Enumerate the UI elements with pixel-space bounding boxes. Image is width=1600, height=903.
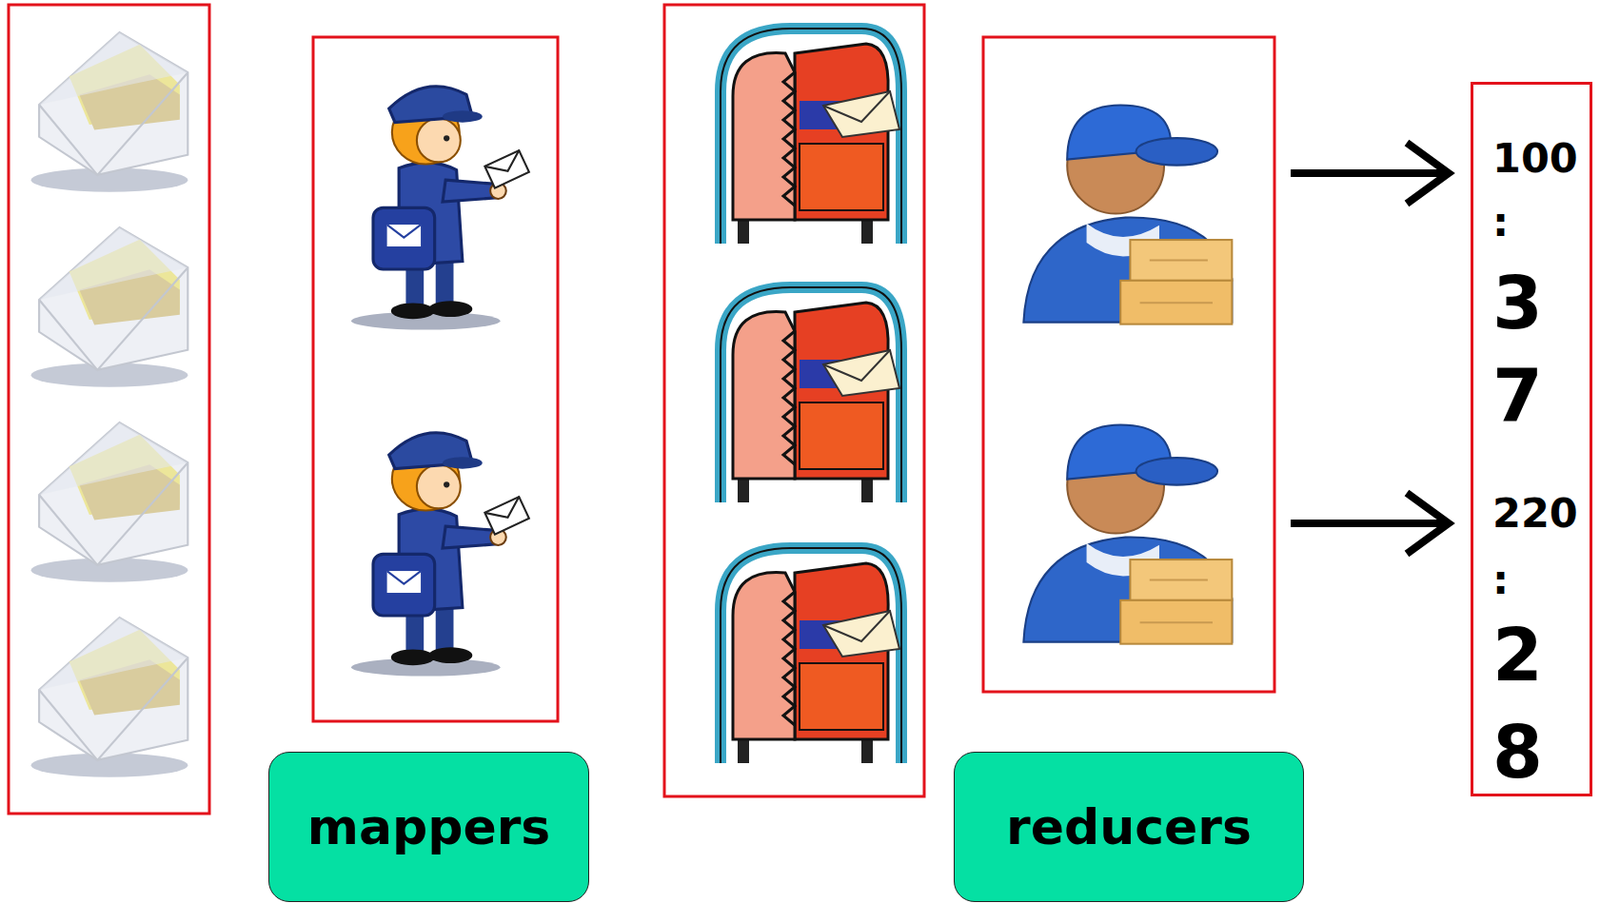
- output-box: 100: 3 7 220: 2 8: [1470, 81, 1593, 797]
- output-arrow: [1290, 142, 1449, 204]
- label-box: mappers: [268, 751, 590, 903]
- output-value: :: [1492, 559, 1509, 601]
- mapper-frame: [313, 37, 558, 722]
- stage-label: reducers: [1006, 798, 1252, 856]
- reducer-icon: [1023, 104, 1232, 324]
- envelope-icon: [31, 617, 189, 778]
- mailbox-icon: [720, 287, 902, 503]
- output-value: :: [1492, 201, 1509, 243]
- label-box: reducers: [953, 751, 1304, 903]
- input-frame: [8, 4, 210, 814]
- envelope-icon: [31, 227, 189, 388]
- output-value: 3: [1492, 267, 1543, 340]
- output-arrow: [1290, 493, 1449, 554]
- output-value: 2: [1492, 619, 1543, 692]
- postman-icon: [351, 433, 530, 677]
- stage-label: mappers: [307, 798, 552, 856]
- output-value: 7: [1492, 359, 1543, 433]
- output-value: 8: [1492, 716, 1543, 790]
- output-value: 220: [1492, 493, 1579, 534]
- reducer-icon: [1023, 424, 1232, 644]
- mailbox-frame: [664, 4, 925, 797]
- envelope-icon: [31, 422, 189, 583]
- output-value: 100: [1492, 138, 1579, 179]
- reducer-frame: [983, 37, 1275, 692]
- postman-icon: [351, 86, 530, 331]
- mailbox-icon: [720, 548, 902, 764]
- envelope-icon: [31, 32, 189, 193]
- mailbox-icon: [720, 28, 902, 244]
